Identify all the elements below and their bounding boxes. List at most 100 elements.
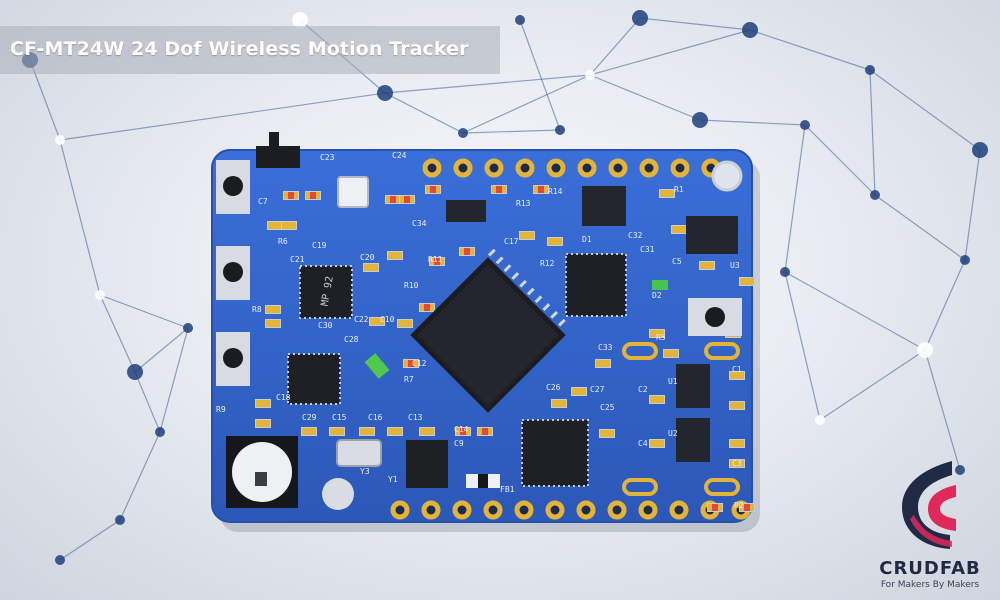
smd-component (334, 428, 340, 435)
smd-component (390, 196, 396, 203)
network-line (964, 149, 981, 261)
silkscreen-label: C28 (344, 335, 359, 344)
network-node (585, 70, 595, 80)
smd-component (654, 440, 660, 447)
header-pin-pad (514, 500, 534, 520)
smd-pad (700, 262, 704, 269)
silkscreen-label: R5 (656, 333, 666, 342)
silkscreen-label: C33 (598, 343, 613, 352)
header-pin-pad (452, 500, 472, 520)
header-pin-pad (483, 500, 503, 520)
smd-component (482, 428, 488, 435)
network-node (865, 65, 875, 75)
silkscreen-label: C30 (318, 321, 333, 330)
network-line (462, 74, 591, 134)
smd-pad (740, 440, 744, 447)
smd-component (374, 318, 380, 325)
network-line (384, 92, 464, 134)
smd-pad (292, 222, 296, 229)
silkscreen-label: C16 (368, 413, 383, 422)
smd-pad (650, 396, 654, 403)
network-line (784, 124, 806, 273)
smd-pad (562, 400, 566, 407)
page-title: CF-MT24W 24 Dof Wireless Motion Tracker (10, 38, 469, 60)
network-node (870, 190, 880, 200)
smd-pad (470, 248, 474, 255)
header-pin-pad (669, 500, 689, 520)
silkscreen-label: C22 (354, 315, 369, 324)
smd-pad (582, 388, 586, 395)
smd-pad (266, 420, 270, 427)
smd-component (270, 320, 276, 327)
smd-component (260, 420, 266, 427)
smd-component (460, 428, 466, 435)
network-node (742, 22, 758, 38)
smd-component (424, 304, 430, 311)
smd-component (286, 222, 292, 229)
network-line (869, 69, 981, 151)
mcu-pin (558, 318, 566, 327)
status-led (652, 280, 668, 290)
smd-component (734, 372, 740, 379)
network-node (377, 85, 393, 101)
silkscreen-label: C21 (290, 255, 305, 264)
smd-pad (674, 350, 678, 357)
smd-pad (312, 428, 316, 435)
mcu-pin (550, 310, 559, 319)
smd-pad (440, 258, 444, 265)
network-line (874, 194, 966, 261)
silkscreen-label: C12 (412, 359, 427, 368)
smd-pad (282, 222, 286, 229)
smd-component (364, 428, 370, 435)
network-node (815, 415, 825, 425)
smd-pad (278, 222, 282, 229)
smd-pad (610, 430, 614, 437)
smd-pad (430, 258, 434, 265)
silkscreen-label: U1 (668, 377, 678, 386)
network-line (804, 124, 876, 196)
smd-pad (266, 306, 270, 313)
header-pin-pad (608, 158, 628, 178)
mcu-pin (526, 287, 535, 296)
smd-component (744, 504, 750, 511)
smd-pad (374, 264, 378, 271)
smd-pad (544, 186, 548, 193)
smd-pad (408, 320, 412, 327)
smd-pad (414, 360, 418, 367)
smd-pad (534, 186, 538, 193)
smd-component (270, 306, 276, 313)
silkscreen-label: Y3 (360, 467, 370, 476)
header-pin-pad (515, 158, 535, 178)
brand-tagline: For Makers By Makers (880, 580, 980, 590)
silkscreen-label: R2 (734, 501, 744, 510)
smd-pad (600, 430, 604, 437)
smd-pad (552, 400, 556, 407)
smd-component (310, 192, 316, 199)
smd-pad (730, 440, 734, 447)
network-node (183, 323, 193, 333)
ic-chip (287, 353, 341, 405)
silkscreen-label: C1 (732, 365, 742, 374)
smd-component (402, 320, 408, 327)
status-led (364, 353, 390, 379)
silkscreen-label: R7 (404, 375, 414, 384)
silkscreen-label: R13 (516, 199, 531, 208)
smd-pad (398, 428, 402, 435)
ic-chip (406, 440, 448, 488)
silkscreen-label: C17 (504, 237, 519, 246)
silkscreen-label: C5 (672, 257, 682, 266)
smd-pad (360, 428, 364, 435)
network-node (692, 112, 708, 128)
smd-pad (268, 222, 272, 229)
smd-pad (548, 238, 552, 245)
smd-pad (740, 372, 744, 379)
header-pin-pad (638, 500, 658, 520)
smd-component (404, 196, 410, 203)
smd-pad (750, 504, 754, 511)
silkscreen-label: R14 (548, 187, 563, 196)
smd-component (524, 232, 530, 239)
network-node (515, 15, 525, 25)
silkscreen-label: C31 (640, 245, 655, 254)
silkscreen-label: D1 (582, 235, 592, 244)
smd-component (434, 258, 440, 265)
